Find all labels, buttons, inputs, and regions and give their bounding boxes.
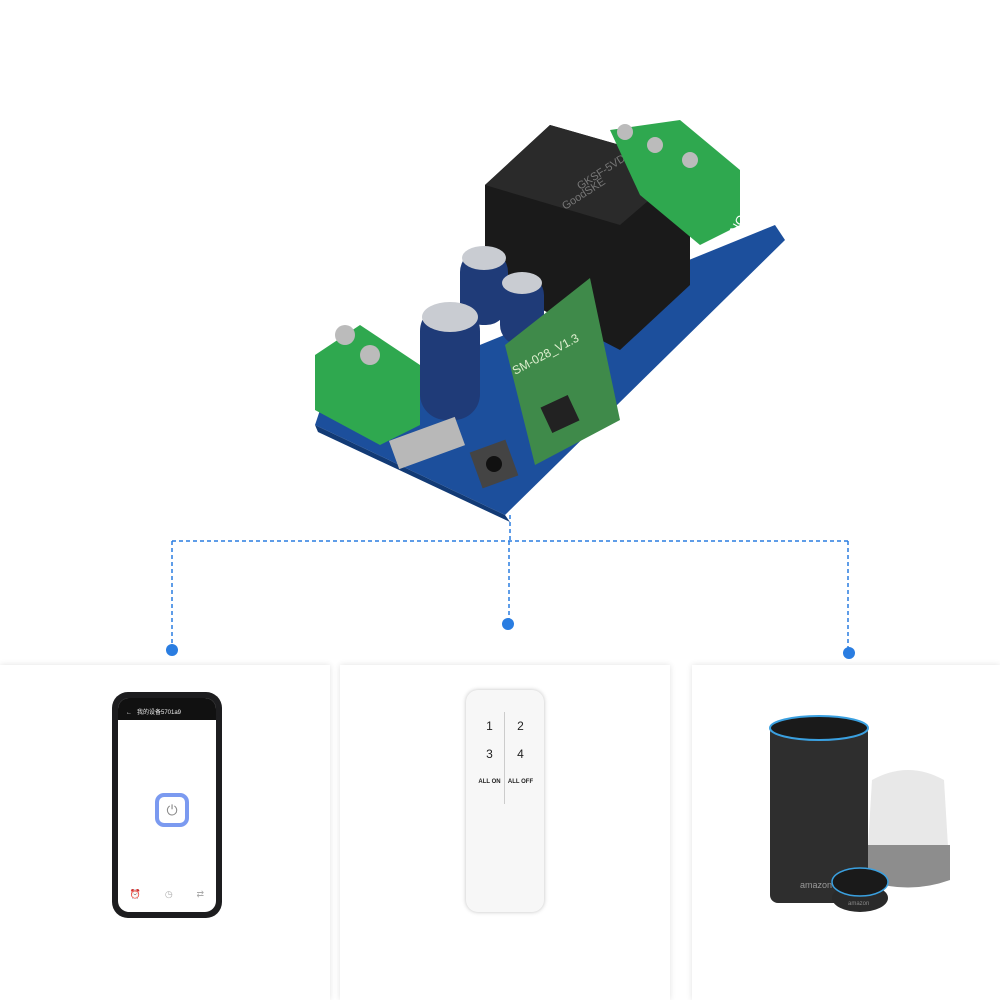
echo-dot-speaker: amazon <box>831 867 889 912</box>
micro-usb-port <box>388 416 466 470</box>
amazon-echo-speaker: amazon <box>769 715 869 903</box>
rf-remote-control: 1 2 3 4 ALL ON ALL OFF <box>466 690 544 912</box>
google-home-speaker <box>866 770 950 888</box>
arrow-left-icon[interactable]: ← <box>126 710 132 716</box>
echo-brand-label: amazon <box>800 880 832 890</box>
alarm-clock-icon[interactable]: ⏰ <box>129 889 142 899</box>
device-title: 我的设备5701a9 <box>137 710 182 716</box>
remote-key-1[interactable]: 1 <box>486 719 493 733</box>
smartphone: ← 我的设备5701a9 ⏻ ⏰ ◷ ⇄ <box>112 692 222 918</box>
phone-screen: ← 我的设备5701a9 ⏻ ⏰ ◷ ⇄ <box>118 698 216 912</box>
cycle-icon[interactable]: ⇄ <box>196 889 205 899</box>
connector-dot-voice <box>843 647 855 659</box>
connector-dot-remote <box>502 618 514 630</box>
rf-module: SM-028_V1.3 <box>505 278 620 465</box>
remote-key-all-on[interactable]: ALL ON <box>478 779 501 785</box>
wifi-relay-module: GKSF-5VDC-S-C GoodSKE NO SM-028_V1.3 <box>315 120 785 522</box>
terminal-block-left <box>315 325 420 445</box>
timer-icon[interactable]: ◷ <box>164 889 173 899</box>
smart-speakers: amazon amazon <box>769 715 950 912</box>
power-button[interactable]: ⏻ <box>155 793 189 827</box>
connector-dot-app <box>166 644 178 656</box>
remote-key-3[interactable]: 3 <box>486 747 493 761</box>
dot-brand-label: amazon <box>848 901 869 907</box>
remote-key-2[interactable]: 2 <box>517 719 524 733</box>
remote-key-all-off[interactable]: ALL OFF <box>507 779 534 785</box>
app-header: ← 我的设备5701a9 <box>118 698 216 720</box>
power-icon: ⏻ <box>166 801 178 818</box>
app-bottom-tabs: ⏰ ◷ ⇄ <box>118 889 216 900</box>
remote-key-4[interactable]: 4 <box>517 747 524 761</box>
terminal-block-right <box>610 120 740 245</box>
capacitors <box>420 246 544 420</box>
